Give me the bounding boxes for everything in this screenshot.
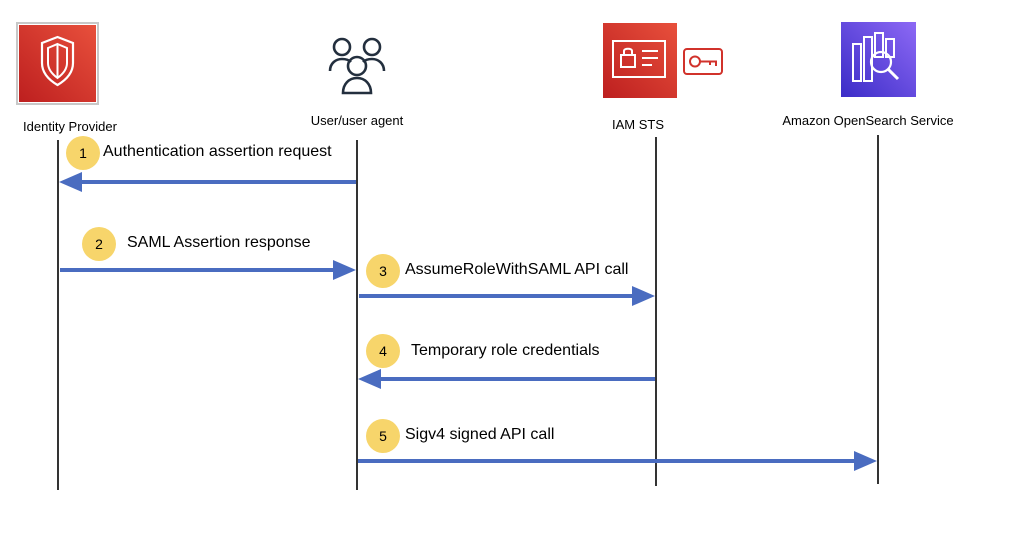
arrow-step-1 <box>59 172 356 192</box>
actor-label-iam-sts: IAM STS <box>611 117 664 132</box>
actor-label-opensearch: Amazon OpenSearch Service <box>782 113 954 128</box>
opensearch-search-icon <box>841 22 916 97</box>
arrow-step-4 <box>358 369 655 389</box>
step-2-badge: 2 <box>82 227 116 261</box>
step-5-label: Sigv4 signed API call <box>405 426 555 443</box>
shield-icon <box>16 22 99 105</box>
id-card-lock-icon <box>603 23 677 98</box>
actor-label-identity-provider: Identity Provider <box>23 119 117 134</box>
key-icon <box>683 48 723 75</box>
step-1-badge: 1 <box>66 136 100 170</box>
step-2-label: SAML Assertion response <box>127 234 311 251</box>
arrow-step-5 <box>358 451 877 471</box>
users-icon <box>328 37 386 95</box>
step-4-label: Temporary role credentials <box>411 342 600 359</box>
arrow-step-2 <box>60 260 356 280</box>
step-4-badge: 4 <box>366 334 400 368</box>
step-1-label: Authentication assertion request <box>103 143 332 160</box>
step-3-badge: 3 <box>366 254 400 288</box>
actor-label-user-agent: User/user agent <box>310 113 404 128</box>
arrow-step-3 <box>359 286 655 306</box>
step-5-badge: 5 <box>366 419 400 453</box>
step-3-label: AssumeRoleWithSAML API call <box>405 261 629 278</box>
